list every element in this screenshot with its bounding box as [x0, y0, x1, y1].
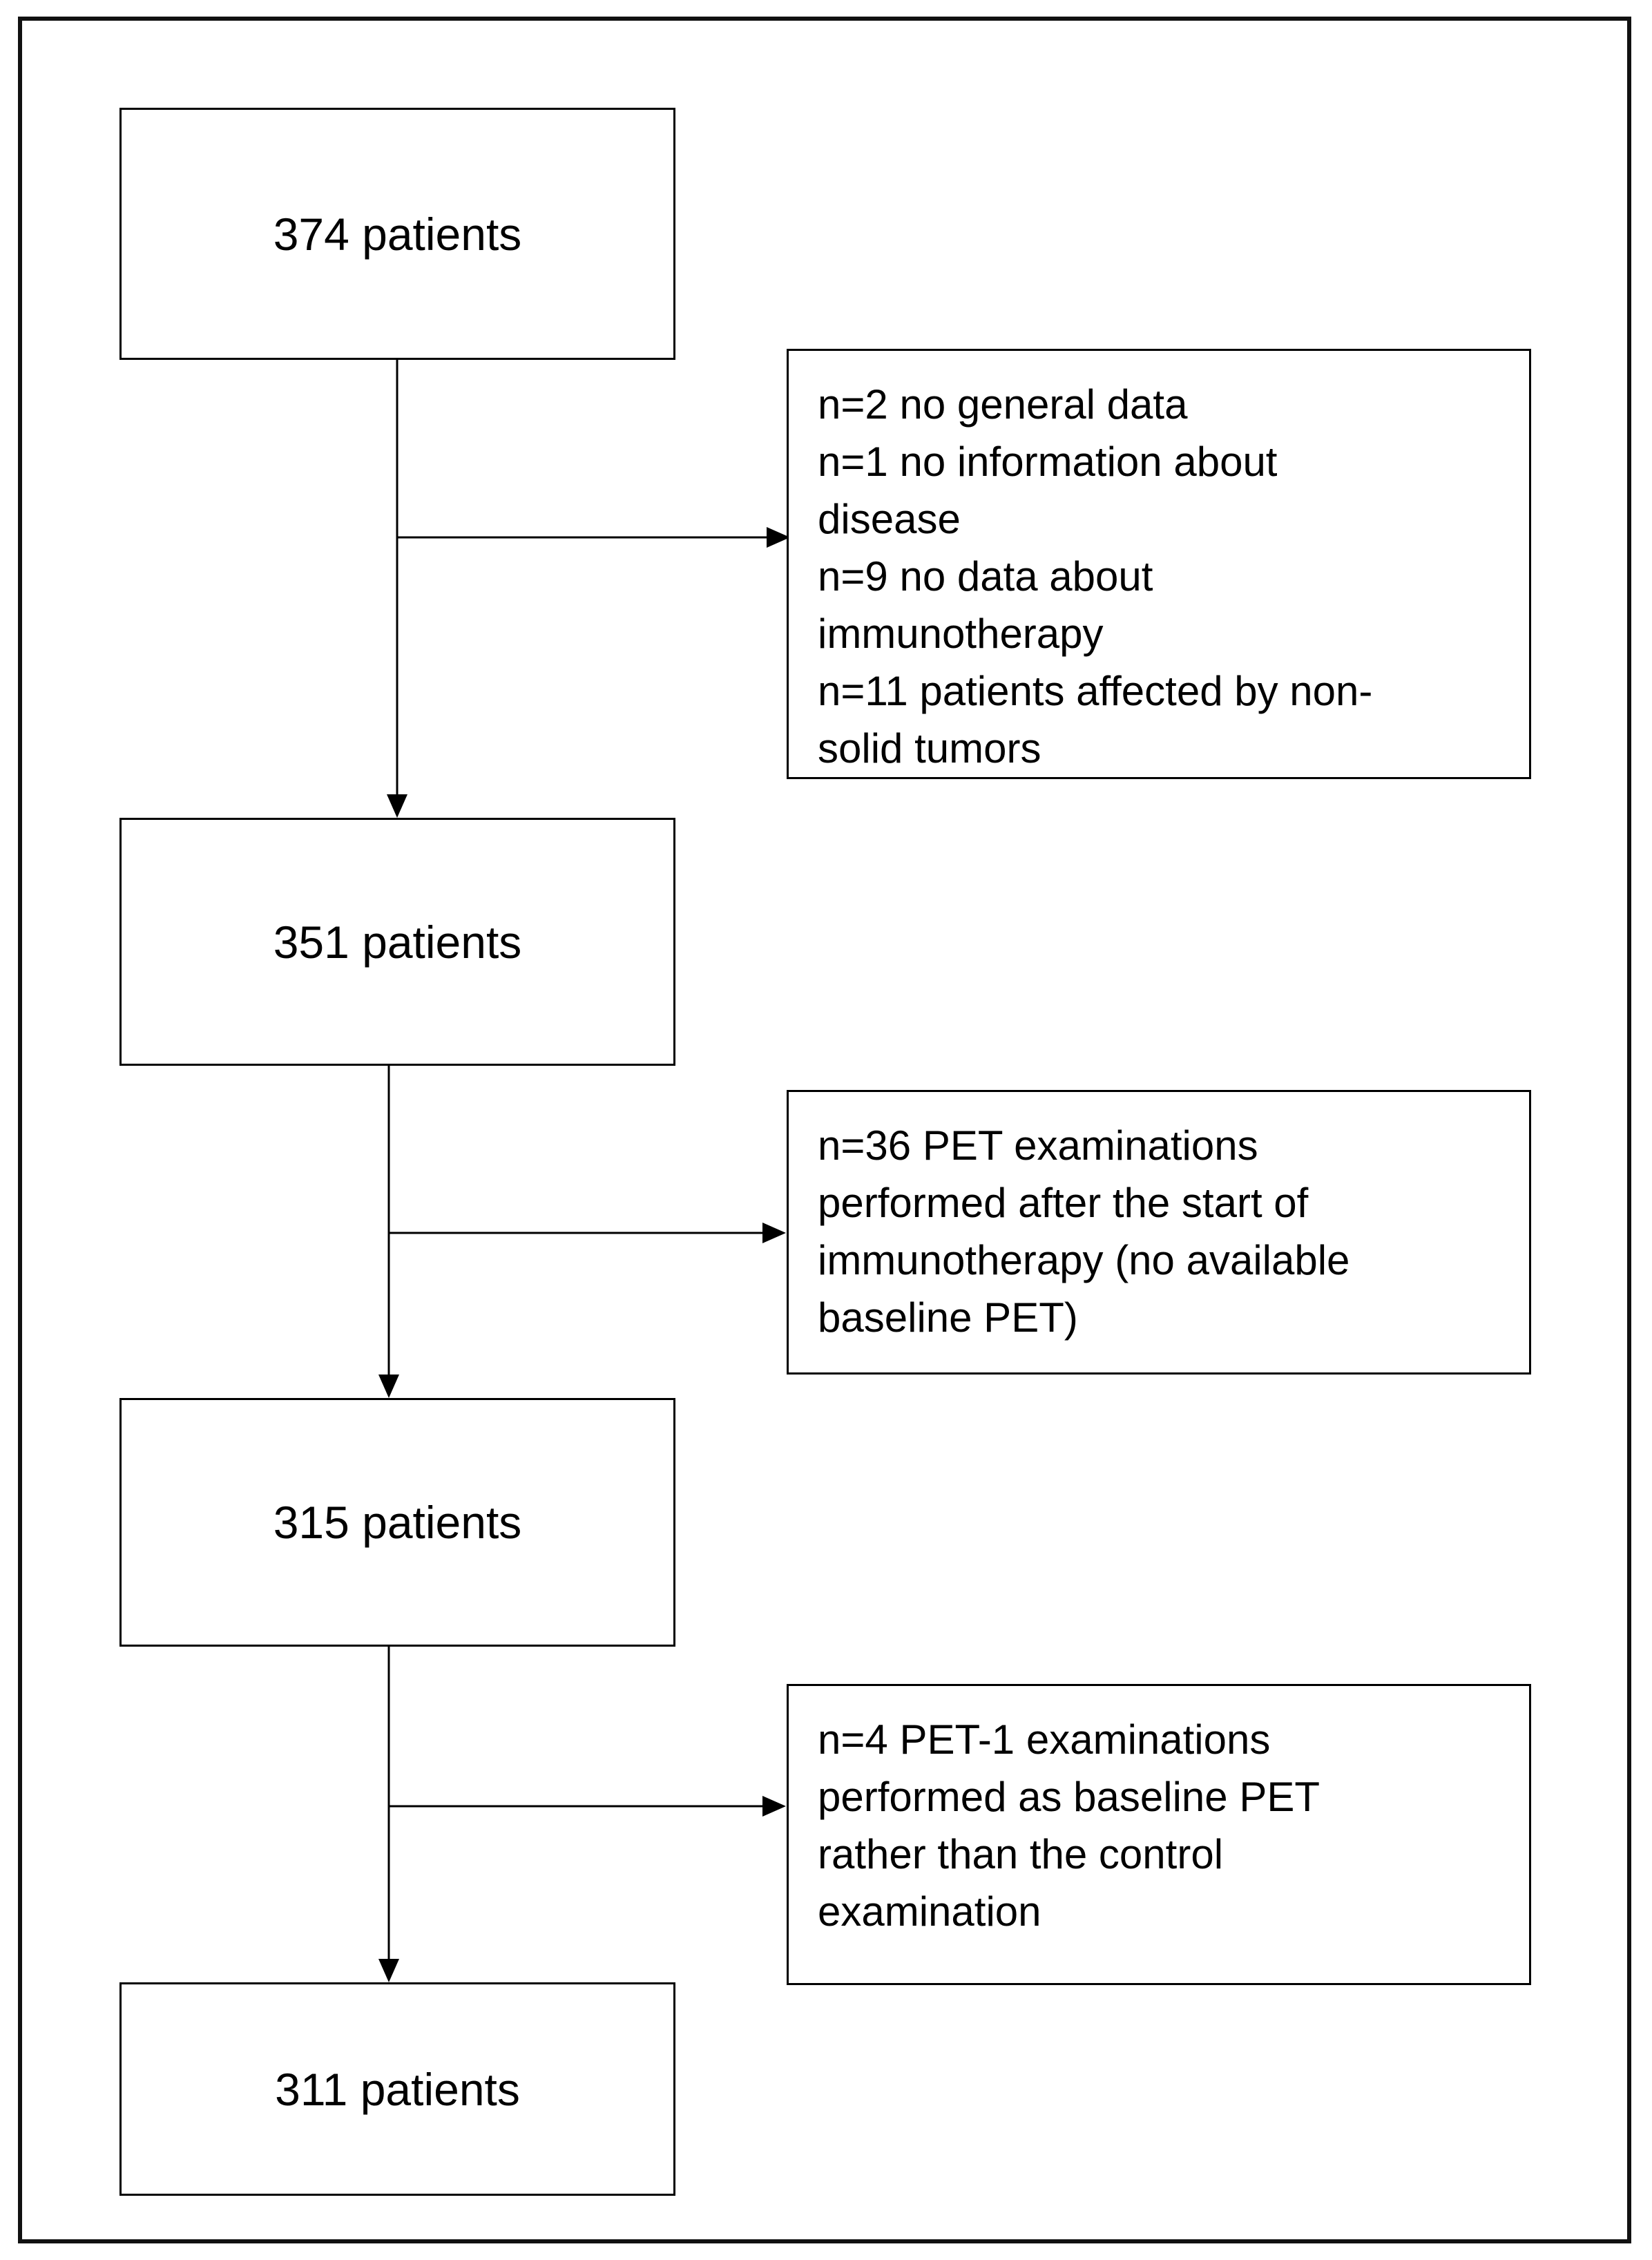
exclusion-box-1: n=2 no general data n=1 no information a… [787, 349, 1531, 779]
figure-frame [18, 17, 1631, 2243]
exclusion-line: n=4 PET-1 examinations [818, 1716, 1271, 1763]
exclusion-line: examination [818, 1888, 1041, 1935]
stage-label: 315 patients [273, 1497, 522, 1548]
exclusion-line: immunotherapy (no available [818, 1237, 1350, 1283]
exclusion-line: n=2 no general data [818, 381, 1188, 428]
exclusion-box-2: n=36 PET examinations performed after th… [787, 1090, 1531, 1375]
arrowhead-down-2 [378, 1375, 399, 1398]
exclusion-line: n=1 no information about [818, 439, 1278, 485]
stage-box-1: 374 patients [119, 108, 675, 360]
stage-label: 311 patients [275, 2063, 520, 2115]
exclusion-line: n=9 no data about [818, 553, 1153, 600]
arrowhead-down-3 [378, 1959, 399, 1982]
stage-box-4: 311 patients [119, 1982, 675, 2196]
exclusion-line: baseline PET) [818, 1294, 1078, 1341]
exclusion-line: rather than the control [818, 1831, 1224, 1877]
arrowhead-right-1 [767, 527, 790, 548]
arrowhead-down-1 [387, 794, 407, 818]
arrowhead-right-2 [762, 1223, 786, 1243]
exclusion-line: disease [818, 496, 961, 542]
stage-box-2: 351 patients [119, 818, 675, 1066]
stage-label: 351 patients [273, 916, 522, 968]
exclusion-line: performed as baseline PET [818, 1774, 1320, 1820]
exclusion-box-3: n=4 PET-1 examinations performed as base… [787, 1684, 1531, 1985]
exclusion-line: performed after the start of [818, 1180, 1309, 1226]
exclusion-line: n=11 patients affected by non- [818, 668, 1373, 714]
exclusion-line: immunotherapy [818, 611, 1104, 657]
stage-box-3: 315 patients [119, 1398, 675, 1647]
stage-label: 374 patients [273, 208, 522, 260]
exclusion-line: n=36 PET examinations [818, 1122, 1258, 1169]
exclusion-line: solid tumors [818, 725, 1041, 772]
arrowhead-right-3 [762, 1796, 786, 1817]
